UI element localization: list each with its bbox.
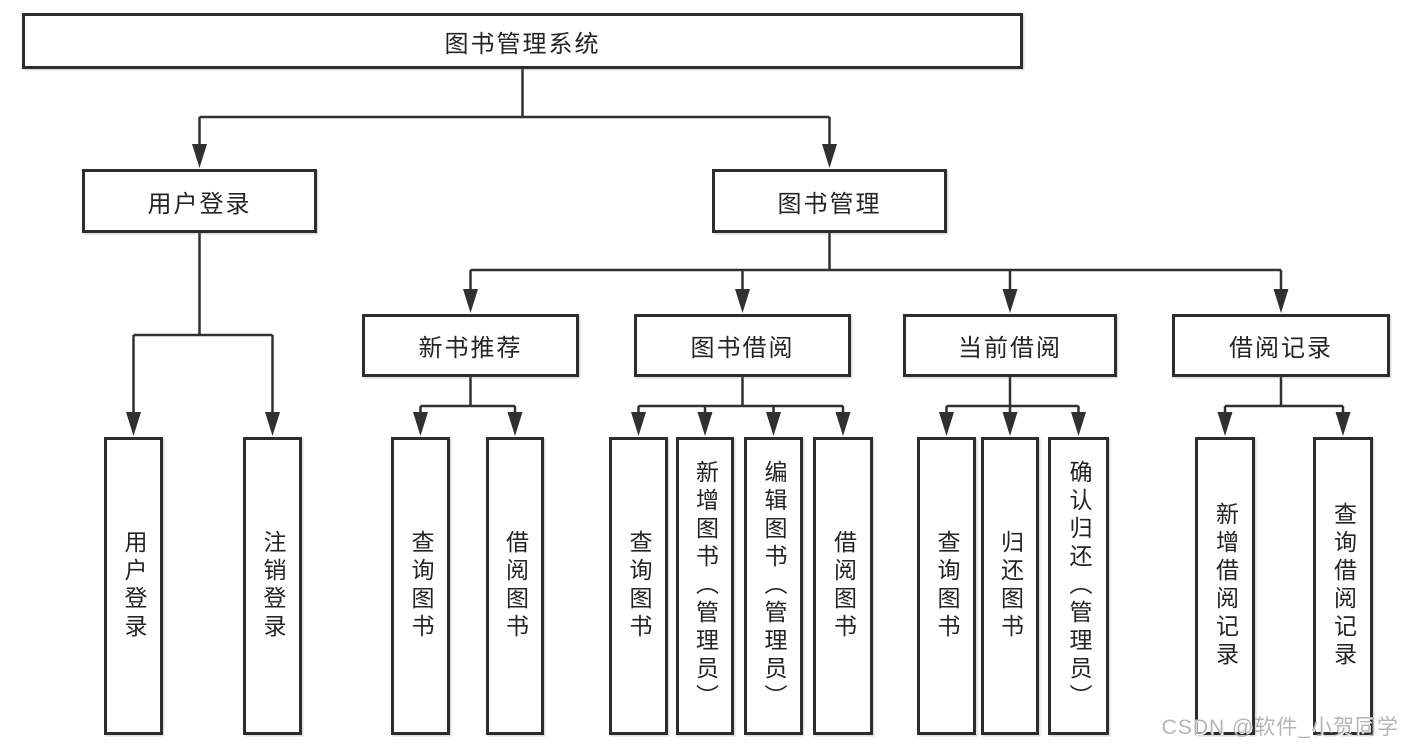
- connector-new-book-to-leaves: [413, 377, 523, 436]
- leaf-query-books-lending: 查询图书: [609, 437, 668, 735]
- leaf-user-login: 用户登录: [104, 437, 163, 735]
- node-book-lending: 图书借阅: [634, 314, 851, 377]
- leaf-query-lending-record-label: 查询借阅记录: [1330, 502, 1357, 670]
- node-current-lending-label: 当前借阅: [958, 335, 1062, 362]
- leaf-edit-book-admin: 编辑图书（管理员）: [744, 437, 803, 735]
- connector-root-to-level2: [192, 69, 837, 168]
- leaf-edit-book-admin-label: 编辑图书（管理员）: [761, 460, 787, 712]
- csdn-watermark: CSDN @软件_小贺同学: [1161, 716, 1399, 739]
- leaf-logout: 注销登录: [243, 437, 302, 735]
- leaf-query-books-lending-label: 查询图书: [626, 530, 652, 642]
- node-book-management-label: 图书管理: [777, 190, 882, 218]
- leaf-borrow-books-lending: 借阅图书: [813, 437, 873, 735]
- node-current-lending: 当前借阅: [903, 314, 1117, 377]
- leaf-add-lending-record: 新增借阅记录: [1195, 437, 1255, 735]
- leaf-borrow-books-lending-label: 借阅图书: [830, 530, 857, 642]
- connector-current-lending-to-leaves: [939, 377, 1086, 436]
- node-new-book-recommend: 新书推荐: [362, 314, 579, 377]
- leaf-query-books-recommend: 查询图书: [391, 437, 450, 735]
- leaf-add-lending-record-label: 新增借阅记录: [1212, 502, 1239, 670]
- leaf-borrow-books-recommend: 借阅图书: [486, 437, 544, 735]
- leaf-query-books-recommend-label: 查询图书: [408, 530, 434, 642]
- node-library-management-system: 图书管理系统: [22, 13, 1023, 69]
- node-new-book-recommend-label: 新书推荐: [418, 335, 523, 362]
- node-user-login-label: 用户登录: [147, 190, 252, 218]
- connector-user-login-to-leaves: [126, 233, 280, 436]
- connector-book-lending-to-leaves: [631, 377, 851, 436]
- leaf-borrow-books-recommend-label: 借阅图书: [502, 530, 529, 642]
- connector-book-management-to-level3: [463, 233, 1289, 313]
- leaf-return-books: 归还图书: [981, 437, 1039, 735]
- connector-lending-records-to-leaves: [1217, 377, 1351, 436]
- node-user-login: 用户登录: [82, 169, 317, 233]
- leaf-confirm-return-admin: 确认归还（管理员）: [1048, 437, 1109, 735]
- leaf-query-books-current: 查询图书: [917, 437, 976, 735]
- node-book-lending-label: 图书借阅: [690, 335, 795, 362]
- leaf-return-books-label: 归还图书: [997, 530, 1024, 642]
- leaf-query-lending-record: 查询借阅记录: [1313, 437, 1373, 735]
- node-lending-records-label: 借阅记录: [1229, 335, 1333, 362]
- leaf-confirm-return-admin-label: 确认归还（管理员）: [1066, 460, 1092, 712]
- leaf-add-book-admin: 新增图书（管理员）: [676, 437, 734, 735]
- leaf-user-login-label: 用户登录: [121, 530, 147, 642]
- leaf-logout-label: 注销登录: [260, 530, 286, 642]
- leaf-add-book-admin-label: 新增图书（管理员）: [692, 460, 719, 712]
- node-library-management-system-label: 图书管理系统: [444, 30, 601, 58]
- leaf-query-books-current-label: 查询图书: [934, 530, 960, 642]
- node-book-management: 图书管理: [712, 169, 947, 233]
- node-lending-records: 借阅记录: [1172, 314, 1390, 377]
